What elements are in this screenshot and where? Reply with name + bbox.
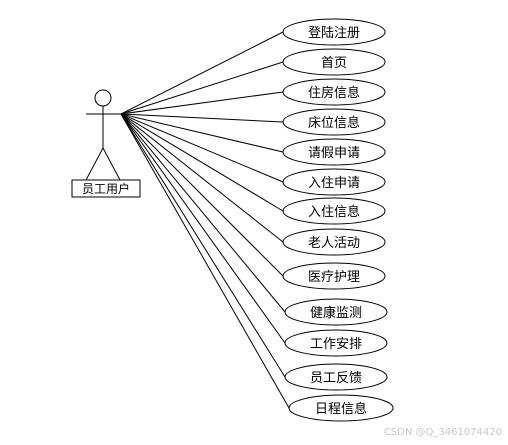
use-case-medical-care: 医疗护理 — [282, 262, 386, 290]
use-case-list: 登陆注册首页住房信息床位信息请假申请入住申请入住信息老人活动医疗护理健康监测工作… — [282, 18, 394, 422]
use-case-label: 老人活动 — [308, 236, 360, 251]
use-case-ellipse — [282, 108, 386, 136]
use-case-label: 日程信息 — [315, 401, 367, 417]
association-lines — [120, 31, 290, 409]
association-line-elderly-activities — [120, 113, 284, 243]
actor-label: 员工用户 — [82, 181, 130, 196]
use-case-staff-feedback: 员工反馈 — [284, 363, 388, 391]
association-line-housing-info — [120, 91, 284, 115]
actor-label-box — [71, 179, 141, 198]
use-case-ellipse — [282, 262, 386, 290]
use-case-checkin-request: 入住申请 — [282, 168, 386, 196]
use-case-ellipse — [288, 394, 394, 422]
use-case-label: 请假申请 — [308, 146, 360, 161]
use-case-ellipse — [282, 78, 386, 106]
association-line-staff-feedback — [120, 113, 286, 378]
association-line-medical-care — [120, 113, 284, 277]
use-case-label: 健康监测 — [310, 305, 362, 321]
association-line-checkin-info — [120, 113, 284, 212]
use-case-label: 入住申请 — [308, 176, 360, 191]
use-case-ellipse — [284, 329, 388, 357]
use-case-label: 住房信息 — [308, 85, 360, 101]
association-line-bed-info — [120, 113, 284, 123]
watermark: CSDN @Q_3461074420 — [383, 427, 502, 438]
use-case-home: 首页 — [282, 48, 386, 76]
use-case-ellipse — [284, 298, 388, 326]
use-case-ellipse — [282, 228, 386, 256]
association-line-work-schedule — [120, 113, 286, 344]
use-case-label: 首页 — [321, 56, 347, 71]
use-case-label: 医疗护理 — [308, 270, 360, 285]
use-case-ellipse — [282, 48, 386, 76]
use-case-housing-info: 住房信息 — [282, 78, 386, 106]
association-line-schedule-info — [120, 113, 290, 409]
use-case-label: 入住信息 — [308, 204, 360, 220]
association-line-leave-request — [120, 113, 284, 153]
use-case-register-login: 登陆注册 — [282, 18, 386, 46]
association-line-home — [120, 61, 284, 115]
use-case-ellipse — [282, 18, 386, 46]
stick-figure-icon — [85, 89, 121, 181]
association-line-health-monitoring — [120, 113, 286, 313]
association-line-checkin-request — [120, 113, 284, 183]
use-case-checkin-info: 入住信息 — [282, 197, 386, 225]
association-line-register-login — [120, 31, 284, 115]
use-case-ellipse — [284, 363, 388, 391]
use-case-ellipse — [282, 138, 386, 166]
use-case-bed-info: 床位信息 — [282, 108, 386, 136]
use-case-leave-request: 请假申请 — [282, 138, 386, 166]
use-case-elderly-activities: 老人活动 — [282, 228, 386, 256]
use-case-label: 床位信息 — [308, 115, 360, 131]
use-case-ellipse — [282, 168, 386, 196]
use-case-label: 登陆注册 — [308, 25, 360, 41]
use-case-health-monitoring: 健康监测 — [284, 298, 388, 326]
use-case-ellipse — [282, 197, 386, 225]
use-case-label: 员工反馈 — [310, 371, 362, 386]
use-case-schedule-info: 日程信息 — [288, 394, 394, 422]
use-case-label: 工作安排 — [310, 337, 362, 352]
use-case-work-schedule: 工作安排 — [284, 329, 388, 357]
actor-staff-user: 员工用户 — [71, 89, 141, 198]
